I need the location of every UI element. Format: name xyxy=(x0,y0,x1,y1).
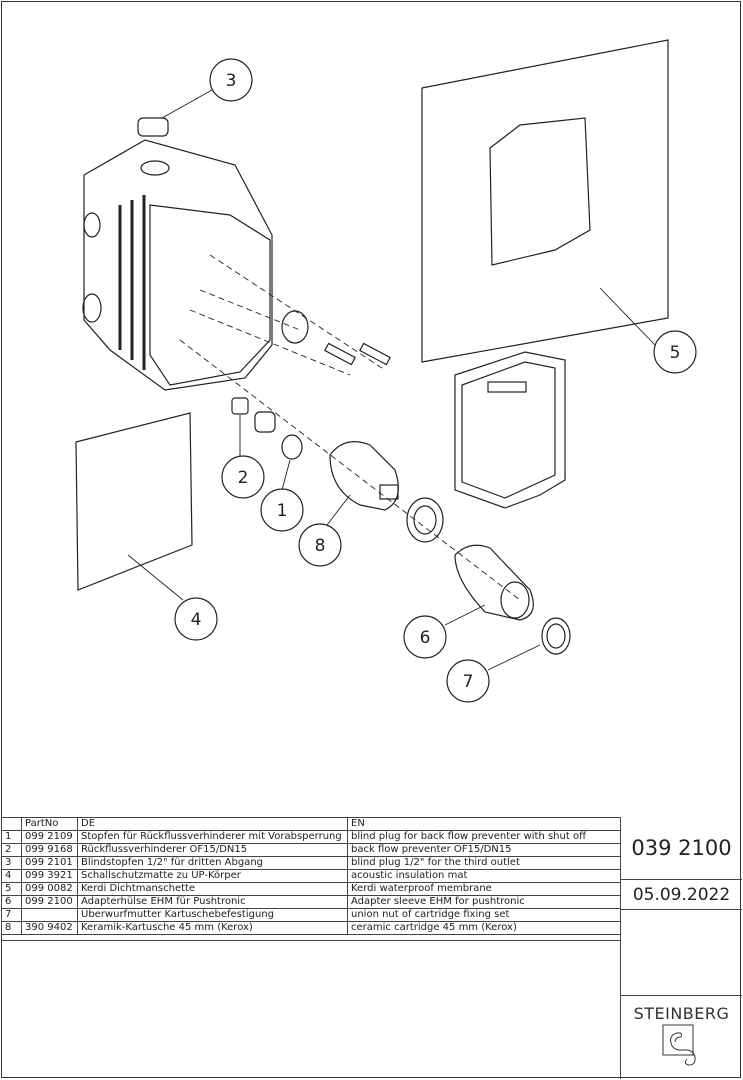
cell-en: Kerdi waterproof membrane xyxy=(347,882,621,896)
cell-index: 1 xyxy=(1,830,22,844)
mounting-box xyxy=(83,139,273,391)
part-6-adapter-sleeve xyxy=(454,544,534,621)
table-header: PartNo DE EN xyxy=(1,817,621,831)
cell-partno xyxy=(21,908,78,922)
box-outlet-left xyxy=(83,212,101,238)
cell-de: Blindstopfen 1/2" für dritten Abgang xyxy=(77,856,348,870)
cell-en: Adapter sleeve EHM for pushtronic xyxy=(347,895,621,909)
divider-line xyxy=(1,940,621,941)
svg-text:1: 1 xyxy=(277,501,288,521)
sleeve-opening xyxy=(500,581,530,619)
cell-index: 5 xyxy=(1,882,22,896)
cell-partno: 099 3921 xyxy=(21,869,78,883)
cell-partno: 390 9402 xyxy=(21,921,78,935)
header-de: DE xyxy=(77,817,348,831)
cell-de: Überwurfmutter Kartuschebefestigung xyxy=(77,908,348,922)
steinberg-logo-icon xyxy=(662,1024,696,1066)
brand-block: STEINBERG xyxy=(620,995,742,1079)
title-block-empty xyxy=(620,910,742,1079)
header-index xyxy=(1,817,22,831)
part-2-back-flow-preventer xyxy=(231,397,249,415)
cell-index: 7 xyxy=(1,908,22,922)
cell-en: blind plug for back flow preventer with … xyxy=(347,830,621,844)
cell-partno: 099 0082 xyxy=(21,882,78,896)
cell-en: ceramic cartridge 45 mm (Kerox) xyxy=(347,921,621,935)
svg-text:5: 5 xyxy=(670,343,681,363)
callout-7: 7 xyxy=(446,659,490,703)
cell-en: blind plug 1/2" for the third outlet xyxy=(347,856,621,870)
part-5-membrane xyxy=(421,39,669,363)
cell-partno: 099 2101 xyxy=(21,856,78,870)
cell-index: 8 xyxy=(1,921,22,935)
callout-3: 3 xyxy=(209,58,253,102)
svg-text:3: 3 xyxy=(226,71,237,91)
cell-index: 2 xyxy=(1,843,22,857)
part-4-insulation-mat xyxy=(75,412,193,591)
svg-text:7: 7 xyxy=(463,672,474,692)
cover-frame-clip xyxy=(487,381,527,393)
leader-lines xyxy=(127,89,656,671)
callout-4: 4 xyxy=(174,597,218,641)
box-outlet-top xyxy=(140,160,170,176)
svg-text:8: 8 xyxy=(315,536,326,556)
cell-en: acoustic insulation mat xyxy=(347,869,621,883)
callout-8: 8 xyxy=(298,523,342,567)
connector-pin-b xyxy=(359,342,391,366)
brand-name: STEINBERG xyxy=(633,1004,730,1023)
document-date: 05.09.2022 xyxy=(620,880,742,910)
cell-de: Kerdi Dichtmanschette xyxy=(77,882,348,896)
union-nut-inner xyxy=(546,623,566,649)
cell-de: Keramik-Kartusche 45 mm (Kerox) xyxy=(77,921,348,935)
cell-en: union nut of cartridge fixing set xyxy=(347,908,621,922)
cell-partno: 099 9168 xyxy=(21,843,78,857)
connector-pin-a xyxy=(324,342,356,366)
svg-text:4: 4 xyxy=(191,610,202,630)
callout-5: 5 xyxy=(653,330,697,374)
part-1-blind-plug xyxy=(281,434,303,460)
mounting-box-face xyxy=(149,204,271,386)
svg-text:2: 2 xyxy=(238,468,249,488)
cell-en: back flow preventer OF15/DN15 xyxy=(347,843,621,857)
callout-6: 6 xyxy=(403,615,447,659)
document-number: 039 2100 xyxy=(620,817,742,880)
seal-ring xyxy=(406,497,444,543)
cell-partno: 099 2109 xyxy=(21,830,78,844)
callout-1: 1 xyxy=(260,488,304,532)
header-en: EN xyxy=(347,817,621,831)
cell-index: 6 xyxy=(1,895,22,909)
cartridge-stem xyxy=(379,484,399,500)
part-2-sleeve xyxy=(254,411,276,433)
svg-text:6: 6 xyxy=(420,628,431,648)
part-cover-frame xyxy=(454,351,566,509)
insulation-bands xyxy=(118,195,146,370)
exploded-view-drawing: 3 5 2 1 8 4 6 7 xyxy=(75,39,697,703)
assembly-axes xyxy=(179,254,521,601)
part-8-cartridge xyxy=(329,441,399,511)
blind-plug-cap xyxy=(281,310,309,344)
part-7-union-nut xyxy=(541,617,571,655)
cell-index: 3 xyxy=(1,856,22,870)
part-5-cutout xyxy=(489,117,591,266)
cell-de: Adapterhülse EHM für Pushtronic xyxy=(77,895,348,909)
cell-partno: 099 2100 xyxy=(21,895,78,909)
cell-de: Schallschutzmatte zu UP-Körper xyxy=(77,869,348,883)
cell-index: 4 xyxy=(1,869,22,883)
cell-de: Stopfen für Rückflussverhinderer mit Vor… xyxy=(77,830,348,844)
part-3-blind-plug xyxy=(137,117,169,137)
header-partno: PartNo xyxy=(21,817,78,831)
seal-ring-inner xyxy=(413,505,437,535)
cell-de: Rückflussverhinderer OF15/DN15 xyxy=(77,843,348,857)
box-outlet-left-lower xyxy=(82,293,102,323)
callout-2: 2 xyxy=(221,455,265,499)
